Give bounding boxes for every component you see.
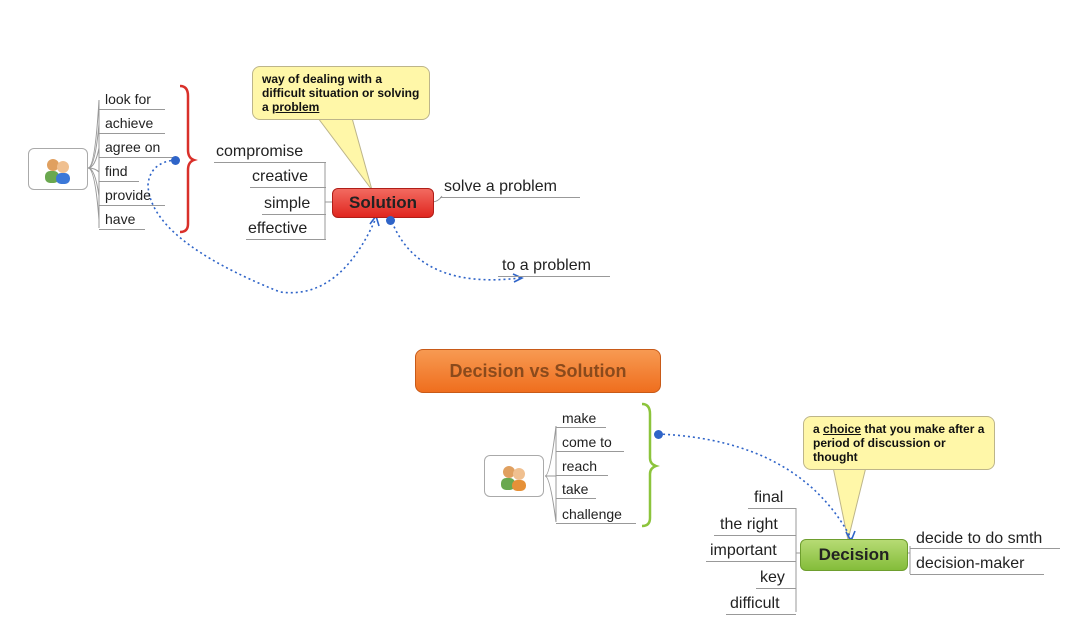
solution-verb: agree on — [105, 139, 161, 155]
solution-adjective: effective — [248, 220, 308, 237]
link-anchor-dot — [171, 156, 180, 165]
solution-adjective: compromise — [216, 143, 304, 160]
decision-verb: reach — [562, 458, 598, 474]
people-icon[interactable] — [484, 455, 544, 497]
solution-verb: provide — [105, 187, 151, 203]
solution-verb: achieve — [105, 115, 154, 131]
decision-definition-callout: a choice that you make after a period of… — [803, 416, 995, 470]
solution-linked-phrase: to a problem — [502, 257, 591, 274]
decision-adjective: difficult — [730, 595, 780, 612]
decision-verb: make — [562, 410, 597, 426]
people-icon[interactable] — [28, 148, 88, 190]
link-anchor-dot — [654, 430, 663, 439]
decision-verb: take — [562, 481, 589, 497]
solution-collocation: solve a problem — [444, 178, 557, 195]
decision-node[interactable]: Decision — [800, 539, 908, 571]
decision-adjective: the right — [720, 516, 778, 533]
solution-adjective: creative — [252, 168, 309, 185]
decision-verb: come to — [562, 434, 612, 450]
solution-node[interactable]: Solution — [332, 188, 434, 218]
solution-adjective: simple — [264, 195, 311, 212]
decision-adjective: final — [754, 489, 784, 506]
solution-verb: find — [105, 163, 128, 179]
decision-adjective: important — [710, 542, 777, 559]
solution-verb: look for — [105, 91, 151, 107]
decision-verb: challenge — [562, 506, 622, 522]
decision-collocation: decide to do smth — [916, 530, 1043, 547]
solution-verb: have — [105, 211, 136, 227]
canvas-frame — [8, 8, 1061, 631]
solution-definition-callout: way of dealing with a difficult situatio… — [252, 66, 430, 120]
link-anchor-dot — [386, 216, 395, 225]
map-title[interactable]: Decision vs Solution — [415, 349, 661, 393]
decision-adjective: key — [760, 569, 785, 586]
decision-collocation: decision-maker — [916, 555, 1025, 572]
